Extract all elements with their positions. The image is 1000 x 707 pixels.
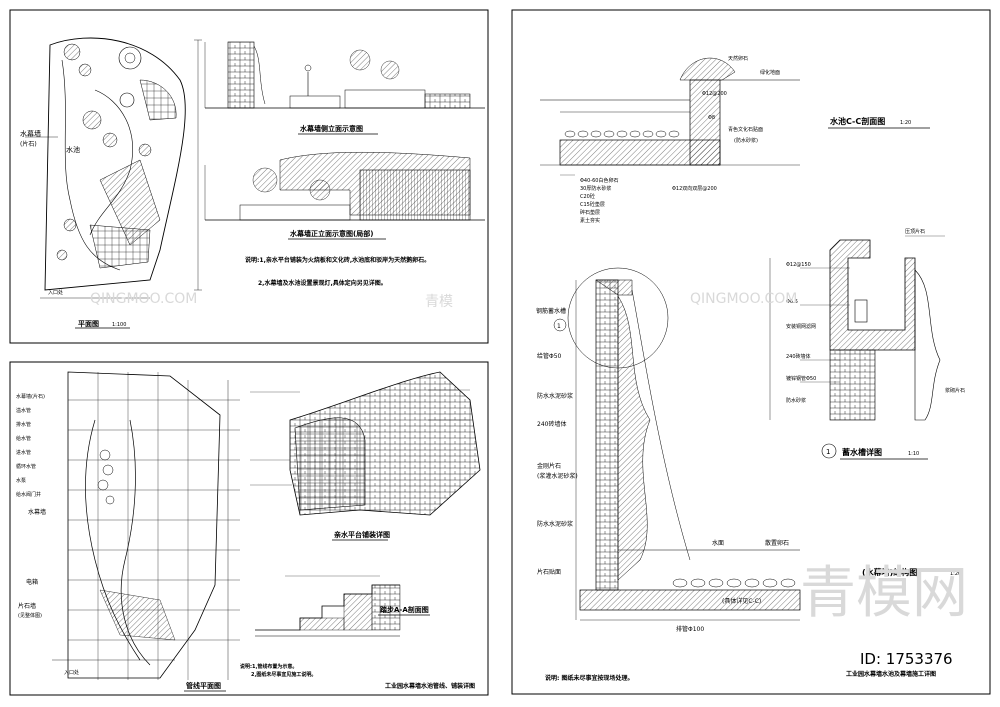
tank-label-7: 浆砌片石	[945, 387, 965, 394]
wall-label-12: 排管Φ100	[676, 625, 704, 633]
section-cc-drawing	[540, 57, 800, 176]
cc-label-12: Φ12双向双层@200	[672, 185, 717, 192]
wall-label-1: 1	[557, 323, 561, 330]
pipe-plan-label-3: (见整体图)	[18, 612, 42, 619]
cc-label-1: 绿化地面	[760, 69, 780, 76]
tank-detail-drawing	[769, 235, 945, 421]
plan-title: 平面图	[78, 319, 99, 328]
wall-structure-scale: 1:20	[950, 571, 961, 577]
sheet-frame-right	[511, 9, 991, 695]
paving-detail-drawing	[250, 371, 481, 516]
bl-note-2: 2,图纸未尽事宜见施工说明。	[251, 671, 316, 678]
cc-label-10: 碎石垫层	[580, 209, 600, 216]
tl-note-line-1: 说明:1,亲水平台铺装为火烧板和文化砖,水池底和驳岸为天然鹅卵石。	[245, 256, 430, 264]
tank-label-5: 镀锌钢管Φ50	[786, 375, 816, 382]
wall-label-0: 钢筋蓄水槽	[536, 307, 566, 315]
paving-title: 亲水平台铺装详图	[334, 530, 390, 539]
cc-label-0: 天然卵石	[728, 55, 748, 62]
wall-label-5: 金刚片石	[537, 462, 561, 470]
tank-detail-scale: 1:10	[908, 451, 919, 457]
pipe-legend-2: 排水管	[16, 421, 31, 428]
wall-structure-drawing	[553, 267, 801, 621]
pipe-legend-0: 水幕墙(片石)	[16, 393, 45, 400]
plan-drawing	[25, 37, 202, 299]
cc-label-2: Φ12@200	[702, 91, 727, 97]
pipe-plan-label-0: 水幕墙	[28, 508, 46, 516]
plan-label-entrance: 入口处	[48, 289, 63, 296]
wall-label-10: 散置卵石	[765, 539, 789, 547]
step-section-title: 踏步A-A剖面图	[380, 605, 429, 614]
wall-label-4: 240砖墙体	[537, 420, 566, 428]
tl-note-line-2: 2,水幕墙及水池设置景观灯,具体定向另见详图。	[258, 279, 387, 287]
bl-sheet-caption: 工业园水幕墙水池管线、铺装详图	[385, 682, 475, 690]
plan-scale: 1:100	[112, 322, 126, 328]
tank-label-3: 安装铜网滤网	[786, 323, 816, 330]
pipe-plan-label-1: 电箱	[26, 578, 38, 586]
right-note: 说明: 图纸未尽事宜按现场处理。	[545, 674, 634, 682]
wall-label-7: 防水水泥砂浆	[537, 520, 573, 528]
cc-label-7: 30厚防水砂浆	[580, 185, 611, 192]
wall-label-9: 水面	[712, 539, 724, 547]
cc-label-11: 素土夯实	[580, 217, 600, 224]
tank-detail-title: 蓄水槽详图	[842, 447, 882, 457]
watermark-brand-2: QINGMOO.COM	[690, 291, 797, 307]
right-sheet-caption: 工业园水幕墙水池及幕墙施工详图	[846, 670, 936, 678]
front-elevation-title: 水幕墙正立面示意图(局部)	[290, 229, 373, 238]
pipe-legend-7: 给水阀门井	[16, 491, 41, 498]
cc-label-5: (防水砂浆)	[734, 137, 758, 144]
pipe-plan-drawing	[52, 371, 240, 680]
front-elevation-drawing	[204, 152, 485, 221]
tank-detail-number: 1	[826, 448, 830, 456]
pipe-legend-3: 给水管	[16, 435, 31, 442]
tank-label-1: Φ12@150	[786, 262, 811, 268]
pipe-legend-5: 循环水管	[16, 463, 36, 470]
bl-note-1: 说明:1,管线布置为示意。	[240, 663, 297, 670]
cc-label-9: C15砼垫层	[580, 201, 605, 208]
cc-label-3: Φ8	[708, 115, 715, 121]
tank-label-0: 压顶片石	[905, 228, 925, 235]
plan-label-water-wall-sub: (片石)	[20, 140, 37, 148]
watermark-id: ID: 1753376	[860, 650, 953, 668]
wall-label-6: (浆灌水泥砂浆)	[537, 472, 578, 480]
tank-label-2: Φ6.5	[786, 299, 798, 305]
tank-label-4: 240砖墙体	[786, 353, 811, 360]
tank-label-6: 防水砂浆	[786, 397, 806, 404]
side-elevation-title: 水幕墙侧立面示意图	[300, 124, 363, 133]
sheet-frame-bottom-left	[9, 361, 489, 696]
wall-structure-title: (水幕墙)结构图	[862, 567, 917, 577]
section-cc-scale: 1:20	[900, 120, 911, 126]
pipe-legend-6: 水泵	[16, 477, 26, 484]
watermark-brand-1: QINGMOO.COM	[90, 291, 197, 307]
section-cc-title: 水池C-C剖面图	[829, 116, 885, 126]
watermark-brand-cn-1: 青模	[425, 294, 453, 310]
sheet-frame-top-left	[9, 9, 489, 344]
side-elevation-drawing	[204, 41, 485, 109]
step-section-drawing	[255, 575, 401, 637]
cc-label-4: 青色文化石贴面	[728, 126, 763, 133]
plan-label-water-wall: 水幕墙	[20, 129, 41, 138]
pipe-plan-label-2: 片石墙	[18, 602, 36, 610]
pipe-legend-1: 溢水管	[16, 407, 31, 414]
wall-label-3: 防水水泥砂浆	[537, 392, 573, 400]
plan-label-pond: 水池	[66, 145, 80, 154]
pipe-plan-label-4: 入口处	[64, 669, 79, 676]
wall-label-2: 给管Φ50	[537, 352, 562, 360]
pipe-legend-4: 进水管	[16, 449, 31, 456]
cc-label-6: Φ40-60白色卵石	[580, 177, 618, 184]
pipe-plan-title: 管线平面图	[186, 681, 221, 690]
cc-label-8: C20砼	[580, 193, 595, 200]
wall-label-8: 片石贴面	[537, 568, 561, 576]
watermark-logo-cn: 青模网	[800, 561, 968, 626]
wall-label-11: (具体详见C-C)	[722, 597, 761, 605]
